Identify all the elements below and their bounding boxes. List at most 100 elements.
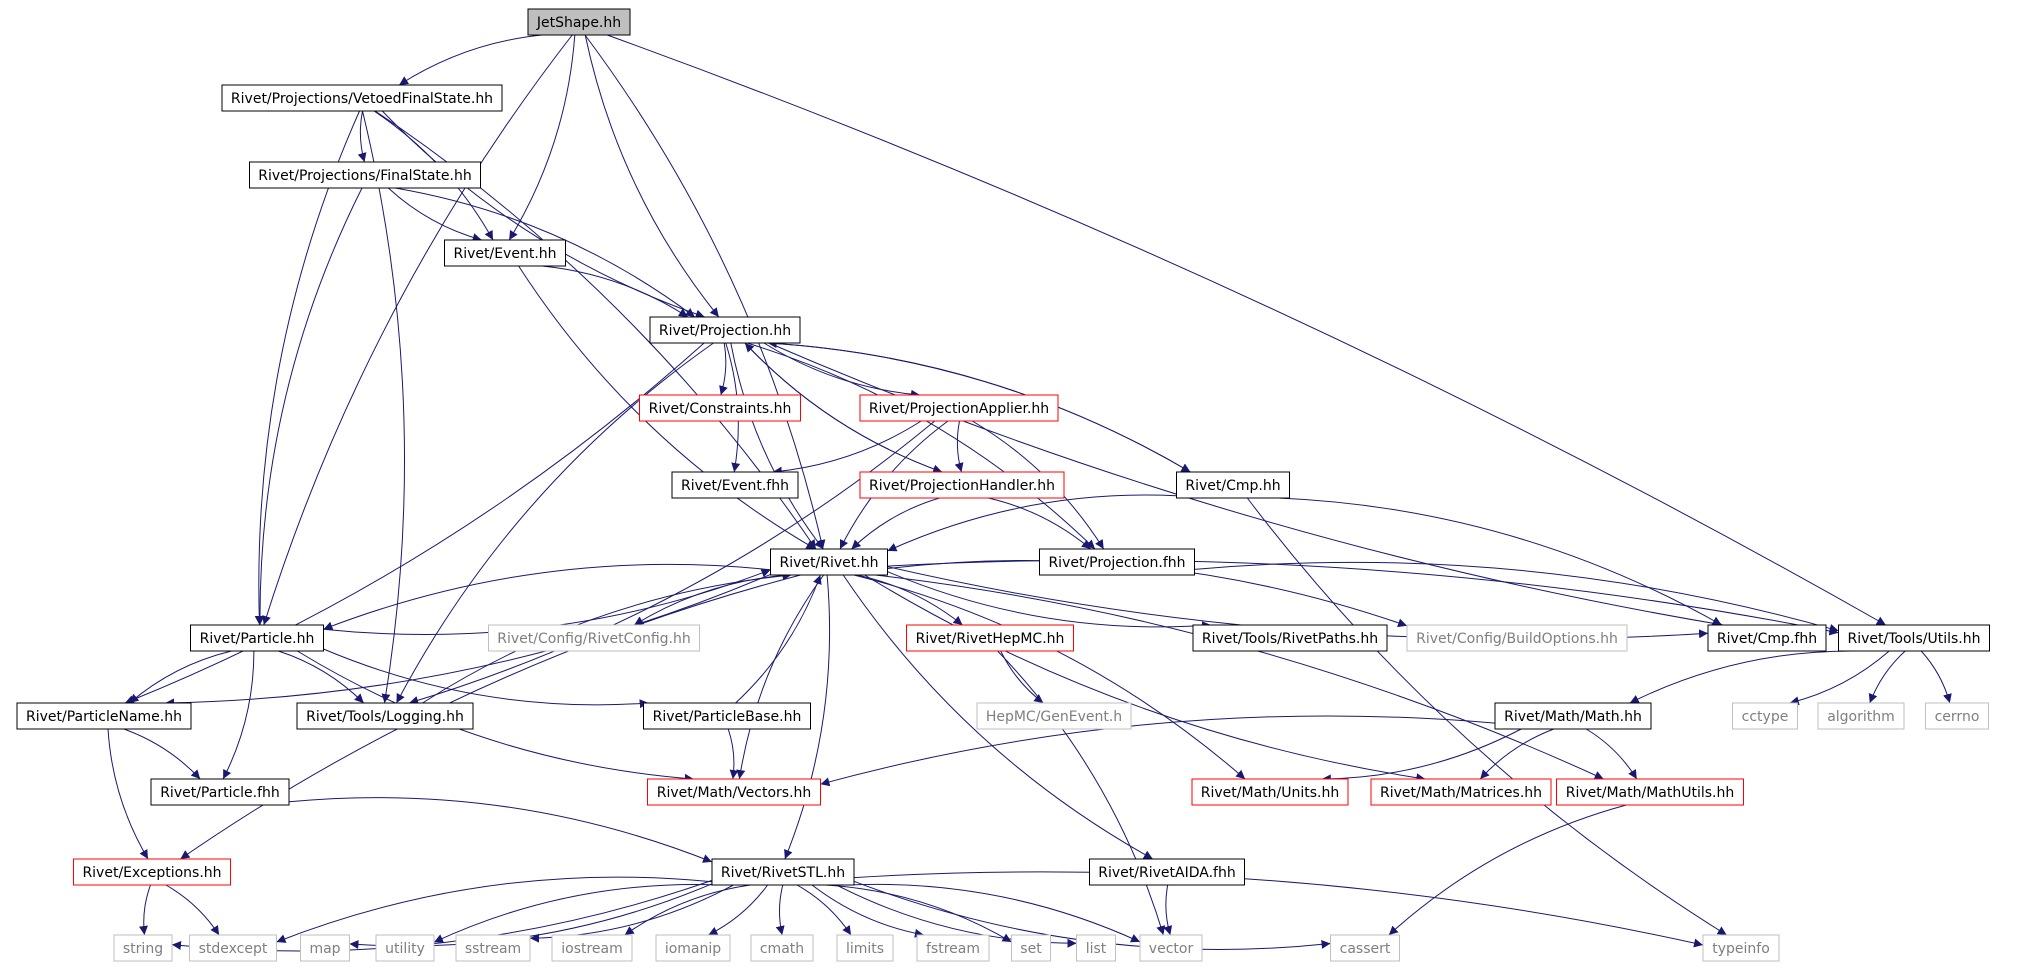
nodes-layer: JetShape.hhRivet/Projections/VetoedFinal… <box>16 8 1990 962</box>
edge-particle-to-particlefhh <box>222 650 255 780</box>
node-hepmc[interactable]: Rivet/RivetHepMC.hh <box>906 624 1074 652</box>
node-particlefhh[interactable]: Rivet/Particle.fhh <box>150 778 290 806</box>
edge-projection-to-logging <box>396 342 714 704</box>
node-label-projhandler: Rivet/ProjectionHandler.hh <box>869 478 1055 494</box>
node-box-rivet <box>770 548 888 576</box>
node-label-aidafhh: Rivet/RivetAIDA.fhh <box>1098 865 1235 881</box>
node-label-particlebase: Rivet/ParticleBase.hh <box>653 709 802 725</box>
edge-vetoed-to-logging <box>362 110 405 704</box>
node-rivetstl[interactable]: Rivet/RivetSTL.hh <box>711 858 855 886</box>
edge-projection-to-projapplier <box>763 342 921 399</box>
node-cctype: cctype <box>1732 702 1798 730</box>
node-label-sstream: sstream <box>465 941 521 957</box>
node-projapplier[interactable]: Rivet/ProjectionApplier.hh <box>859 394 1059 422</box>
node-box-rivetstl <box>711 858 855 886</box>
node-particlename[interactable]: Rivet/ParticleName.hh <box>16 702 192 730</box>
node-eventfhh[interactable]: Rivet/Event.fhh <box>671 471 799 499</box>
node-box-vetoed <box>221 84 503 112</box>
node-matrices[interactable]: Rivet/Math/Matrices.hh <box>1370 778 1552 806</box>
node-box-fstream <box>916 934 990 962</box>
node-label-jetshape: JetShape.hh <box>536 15 621 31</box>
node-box-projhandler <box>859 471 1065 499</box>
node-units[interactable]: Rivet/Math/Units.hh <box>1191 778 1349 806</box>
node-rivet[interactable]: Rivet/Rivet.hh <box>770 548 888 576</box>
node-box-hepmc <box>906 624 1074 652</box>
edge-vetoed-to-finalstate <box>357 110 367 163</box>
node-exceptions[interactable]: Rivet/Exceptions.hh <box>73 858 231 886</box>
node-box-list <box>1076 934 1116 962</box>
node-particle[interactable]: Rivet/Particle.hh <box>190 624 324 652</box>
node-label-cerrno: cerrno <box>1935 709 1980 725</box>
edges-layer <box>107 34 1952 952</box>
node-vectors[interactable]: Rivet/Math/Vectors.hh <box>647 778 821 806</box>
node-box-utils <box>1838 624 1990 652</box>
node-box-algorithm <box>1817 702 1905 730</box>
node-vetoed[interactable]: Rivet/Projections/VetoedFinalState.hh <box>221 84 503 112</box>
node-box-matrices <box>1370 778 1552 806</box>
node-box-limits <box>836 934 894 962</box>
node-box-cmphh <box>1176 471 1290 499</box>
edge-cmphh-to-projection <box>767 339 1191 473</box>
node-box-particlebase <box>643 702 811 730</box>
node-finalstate[interactable]: Rivet/Projections/FinalState.hh <box>249 161 481 189</box>
node-utils[interactable]: Rivet/Tools/Utils.hh <box>1838 624 1990 652</box>
node-projection[interactable]: Rivet/Projection.hh <box>649 316 801 344</box>
node-rivetpaths[interactable]: Rivet/Tools/RivetPaths.hh <box>1192 624 1388 652</box>
node-box-set <box>1011 934 1051 962</box>
node-box-projection <box>649 316 801 344</box>
edge-particle-to-vectors <box>297 650 694 783</box>
node-particlebase[interactable]: Rivet/ParticleBase.hh <box>643 702 811 730</box>
node-iomanip: iomanip <box>655 934 731 962</box>
node-map: map <box>300 934 350 962</box>
node-label-rivetstl: Rivet/RivetSTL.hh <box>721 865 845 881</box>
node-label-cctype: cctype <box>1742 709 1789 725</box>
node-jetshape[interactable]: JetShape.hh <box>527 8 631 36</box>
node-cmpfhh[interactable]: Rivet/Cmp.fhh <box>1707 624 1827 652</box>
node-list: list <box>1076 934 1116 962</box>
edge-event-to-rivet <box>518 265 816 550</box>
edge-rivetstl-to-utility <box>433 884 719 943</box>
node-box-event <box>444 239 566 267</box>
node-label-rivetconfig: Rivet/Config/RivetConfig.hh <box>497 631 690 647</box>
edge-particlebase-to-vectors <box>727 728 739 780</box>
node-projfhh[interactable]: Rivet/Projection.fhh <box>1039 548 1195 576</box>
edge-rivet-to-units <box>853 574 1246 780</box>
node-cmath: cmath <box>750 934 814 962</box>
node-buildoptions: Rivet/Config/BuildOptions.hh <box>1406 624 1628 652</box>
node-event[interactable]: Rivet/Event.hh <box>444 239 566 267</box>
edge-utils-to-cctype <box>1789 650 1890 706</box>
node-algorithm: algorithm <box>1817 702 1905 730</box>
edge-rivet-to-particle <box>323 563 771 631</box>
node-string: string <box>113 934 173 962</box>
node-constraints[interactable]: Rivet/Constraints.hh <box>639 394 801 422</box>
node-box-logging <box>296 702 474 730</box>
node-label-buildoptions: Rivet/Config/BuildOptions.hh <box>1416 631 1618 647</box>
node-label-set: set <box>1020 941 1042 957</box>
edge-finalstate-to-particle <box>255 187 363 626</box>
node-cmphh[interactable]: Rivet/Cmp.hh <box>1176 471 1290 499</box>
node-box-mathhh <box>1494 702 1652 730</box>
node-box-buildoptions <box>1406 624 1628 652</box>
node-mathutils[interactable]: Rivet/Math/MathUtils.hh <box>1556 778 1744 806</box>
node-label-particlefhh: Rivet/Particle.fhh <box>160 785 280 801</box>
node-label-fstream: fstream <box>926 941 980 957</box>
node-label-vectors: Rivet/Math/Vectors.hh <box>657 785 812 801</box>
edge-rivet-to-mathutils <box>875 574 1604 780</box>
edge-rivet-to-hepmc <box>856 574 963 626</box>
node-label-constraints: Rivet/Constraints.hh <box>649 401 792 417</box>
node-projhandler[interactable]: Rivet/ProjectionHandler.hh <box>859 471 1065 499</box>
node-label-rivet: Rivet/Rivet.hh <box>780 555 879 571</box>
edge-hepmc-to-vector <box>997 650 1166 936</box>
edge-cmphh-to-rivet <box>887 494 1177 552</box>
edge-rivetstl-to-set <box>825 884 1012 943</box>
node-label-projapplier: Rivet/ProjectionApplier.hh <box>869 401 1049 417</box>
node-cassert: cassert <box>1330 934 1400 962</box>
edge-projection-to-rivet <box>730 342 824 550</box>
edge-rivetstl-to-fstream <box>811 884 924 938</box>
node-logging[interactable]: Rivet/Tools/Logging.hh <box>296 702 474 730</box>
node-vector: vector <box>1139 934 1203 962</box>
node-aidafhh[interactable]: Rivet/RivetAIDA.fhh <box>1089 858 1245 886</box>
node-mathhh[interactable]: Rivet/Math/Math.hh <box>1494 702 1652 730</box>
edge-particlefhh-to-rivetstl <box>288 797 713 863</box>
